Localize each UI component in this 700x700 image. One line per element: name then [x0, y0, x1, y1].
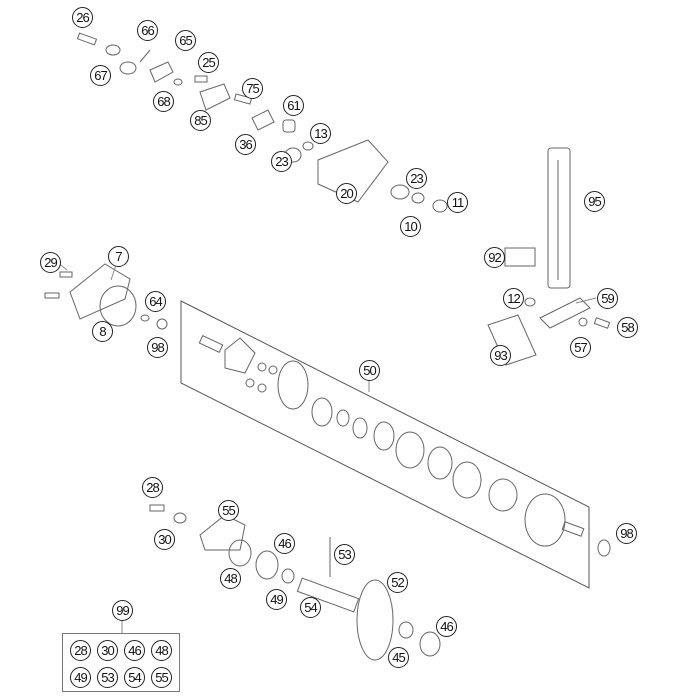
callout-48[interactable]: 48 [220, 568, 241, 589]
callout-57[interactable]: 57 [570, 337, 591, 358]
callout-11[interactable]: 11 [447, 192, 468, 213]
kit-99-contents: 28 30 46 48 49 53 54 55 [62, 633, 180, 692]
callout-65[interactable]: 65 [175, 30, 196, 51]
callout-68[interactable]: 68 [153, 91, 174, 112]
callout-64[interactable]: 64 [145, 291, 166, 312]
leader-lines [56, 261, 597, 633]
callout-58[interactable]: 58 [617, 317, 638, 338]
callout-49[interactable]: 49 [266, 589, 287, 610]
callout-59[interactable]: 59 [597, 288, 618, 309]
callout-99[interactable]: 99 [112, 600, 133, 621]
callout-25[interactable]: 25 [198, 52, 219, 73]
callout-46[interactable]: 46 [274, 533, 295, 554]
kit-row: 49 53 54 55 [63, 661, 179, 688]
kit-callout[interactable]: 55 [151, 667, 172, 688]
kit-callout[interactable]: 49 [70, 667, 91, 688]
callout-98b[interactable]: 98 [616, 523, 637, 544]
kit-callout[interactable]: 30 [97, 640, 118, 661]
callout-67[interactable]: 67 [90, 65, 111, 86]
kit-callout[interactable]: 54 [124, 667, 145, 688]
callout-52[interactable]: 52 [387, 572, 408, 593]
lower-shaft-parts [149, 504, 611, 661]
callout-26[interactable]: 26 [72, 7, 93, 28]
kit-callout[interactable]: 48 [151, 640, 172, 661]
top-linkage-parts [76, 32, 448, 213]
kit-callout[interactable]: 28 [70, 640, 91, 661]
callout-23[interactable]: 23 [271, 151, 292, 172]
kit-callout[interactable]: 53 [97, 667, 118, 688]
callout-53[interactable]: 53 [334, 544, 355, 565]
callout-98[interactable]: 98 [147, 337, 168, 358]
callout-46b[interactable]: 46 [436, 616, 457, 637]
callout-66[interactable]: 66 [137, 20, 158, 41]
kit-row: 28 30 46 48 [63, 634, 179, 661]
callout-12[interactable]: 12 [503, 288, 524, 309]
callout-36[interactable]: 36 [235, 134, 256, 155]
callout-7[interactable]: 7 [108, 246, 129, 267]
callout-30[interactable]: 30 [154, 529, 175, 550]
callout-8[interactable]: 8 [92, 321, 113, 342]
callout-50[interactable]: 50 [359, 360, 380, 381]
callout-93[interactable]: 93 [490, 345, 511, 366]
kit-callout[interactable]: 46 [124, 640, 145, 661]
callout-28[interactable]: 28 [142, 477, 163, 498]
callout-23b[interactable]: 23 [406, 168, 427, 189]
assembly-50-frame [180, 300, 590, 589]
callout-45[interactable]: 45 [388, 647, 409, 668]
kick-lever-parts [487, 147, 611, 366]
callout-75[interactable]: 75 [242, 78, 263, 99]
callout-10[interactable]: 10 [400, 216, 421, 237]
callout-92[interactable]: 92 [484, 247, 505, 268]
callout-13[interactable]: 13 [310, 123, 331, 144]
callout-29[interactable]: 29 [40, 252, 61, 273]
assembly-50-parts [198, 335, 585, 547]
callout-54[interactable]: 54 [300, 597, 321, 618]
callout-95[interactable]: 95 [584, 191, 605, 212]
cover-parts [44, 263, 168, 330]
callout-20[interactable]: 20 [336, 183, 357, 204]
callout-85[interactable]: 85 [190, 110, 211, 131]
callout-61[interactable]: 61 [283, 95, 304, 116]
callout-55[interactable]: 55 [218, 500, 239, 521]
